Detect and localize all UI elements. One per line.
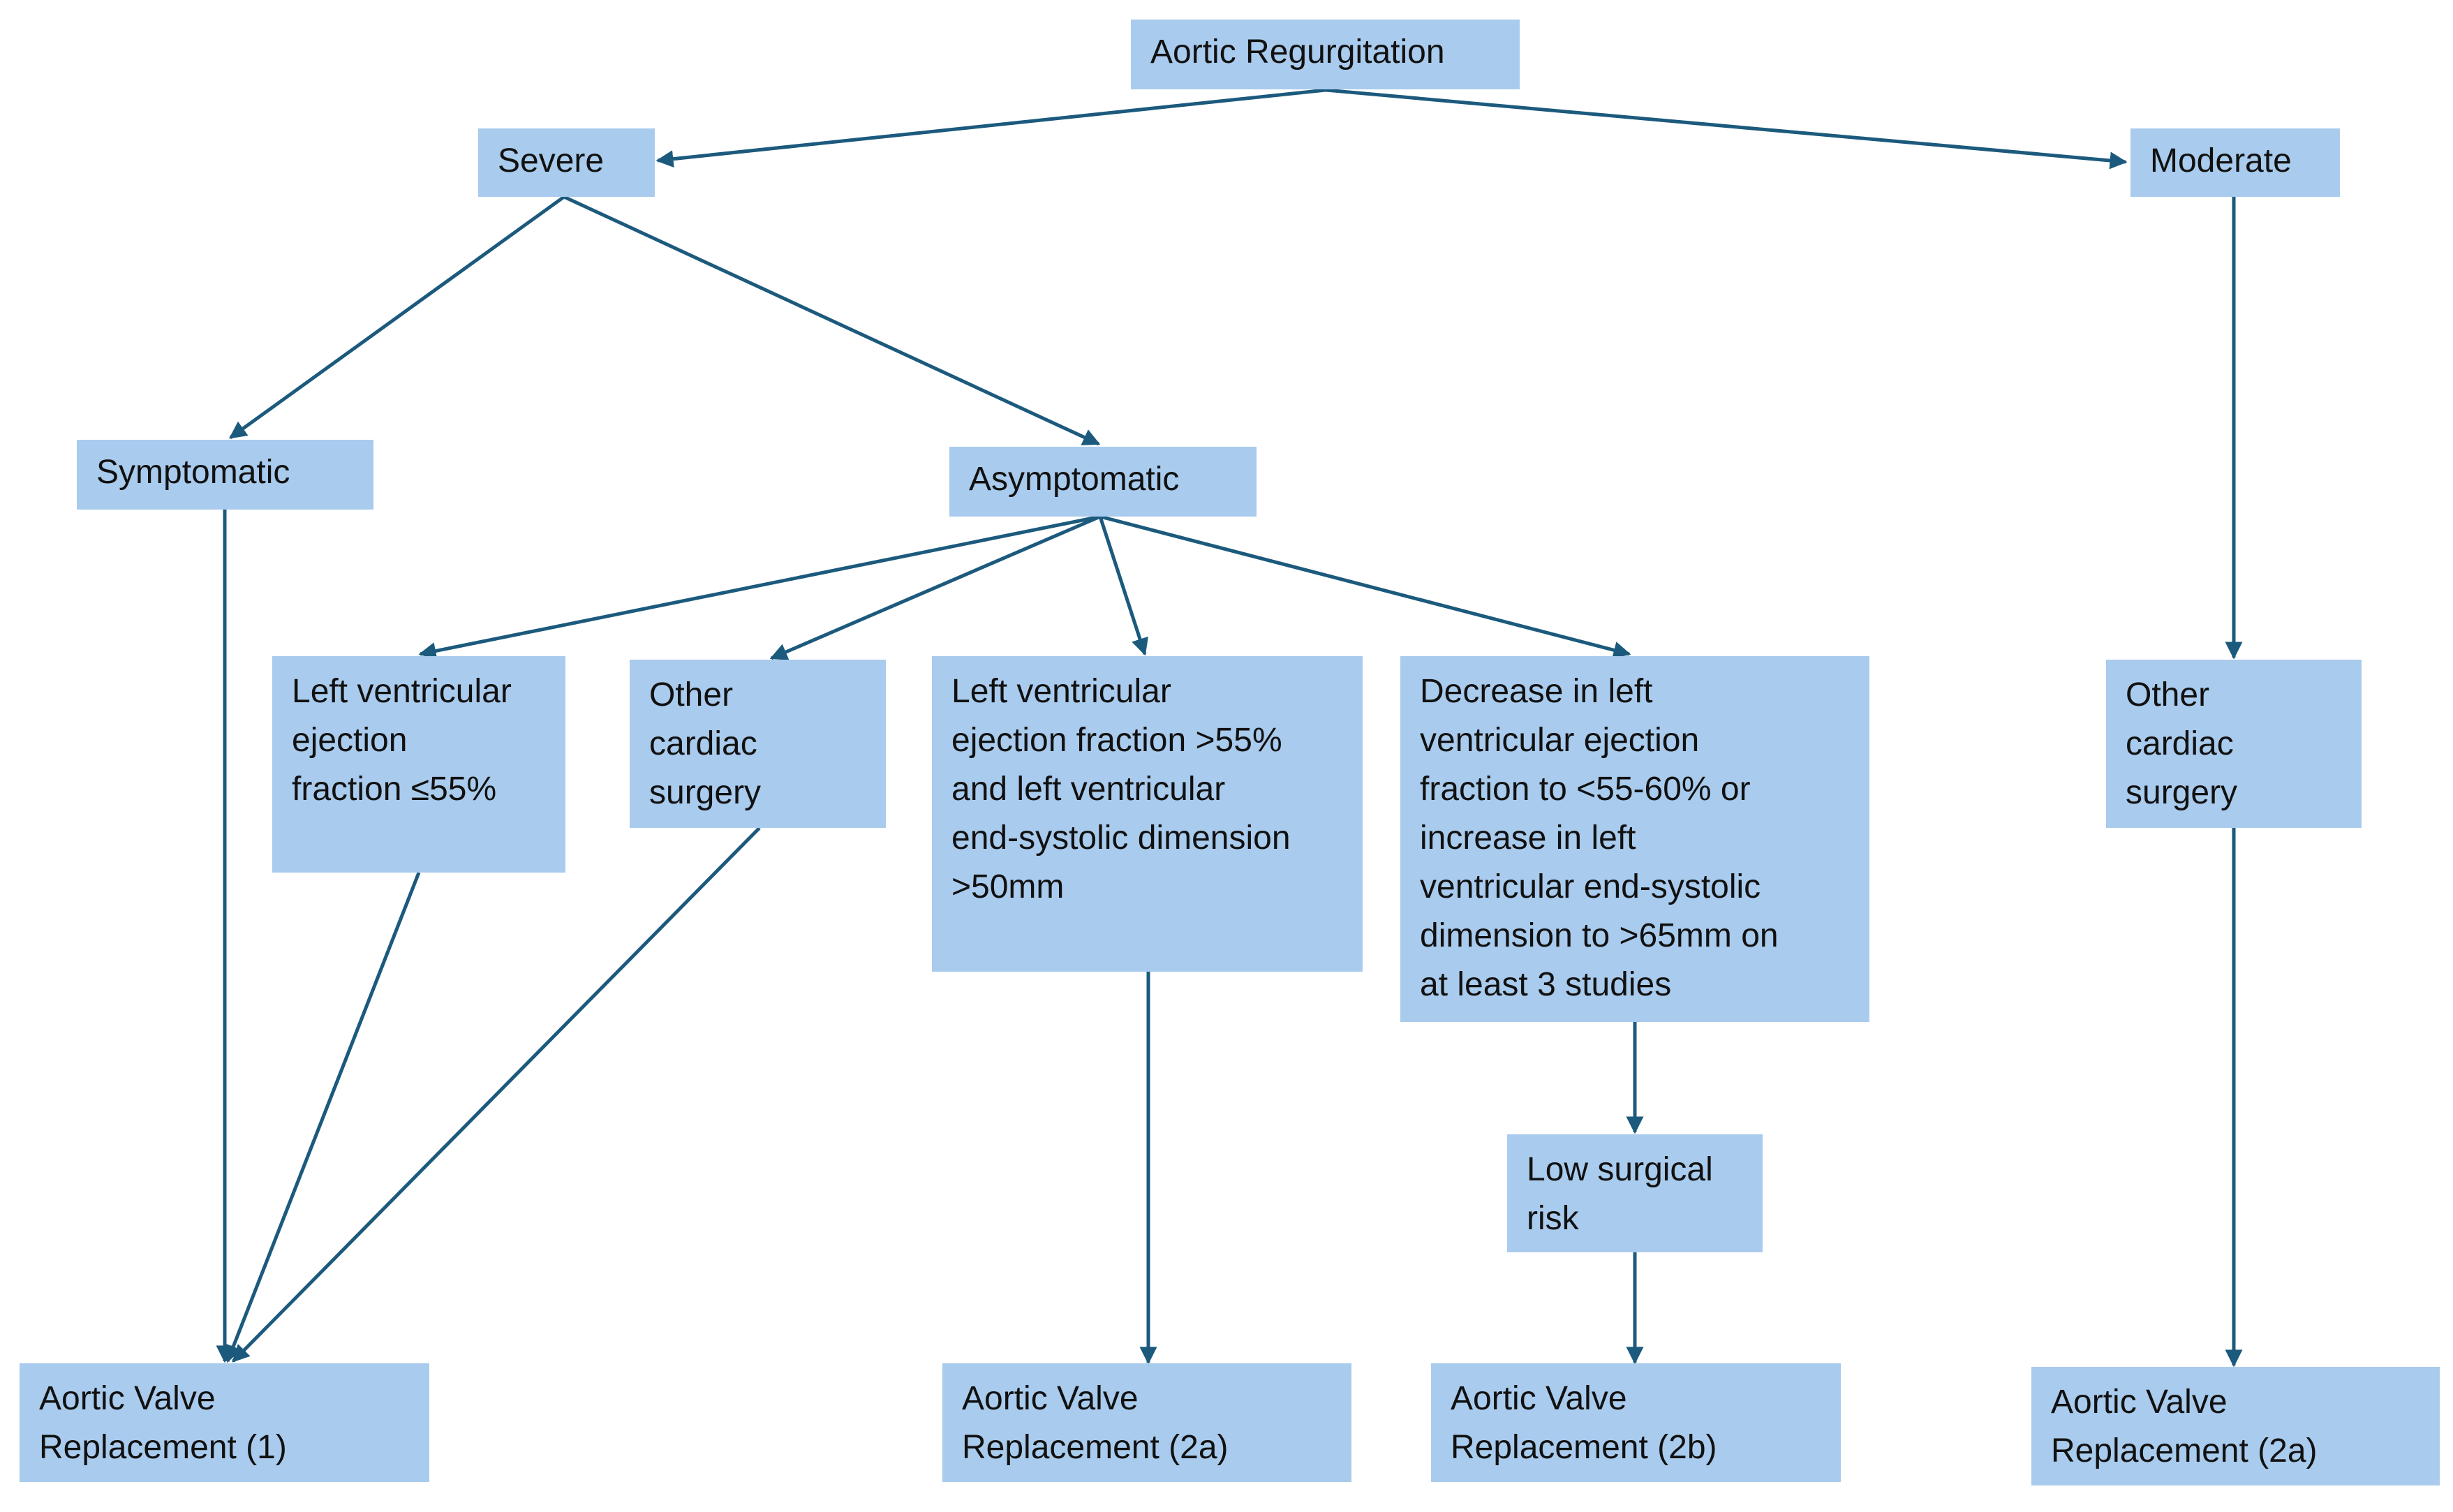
- arrow-asymptomatic-to-lvef-esd: [1098, 516, 1148, 656]
- node-decrease-lvef: Decrease in left ventricular ejection fr…: [1400, 656, 1869, 1022]
- node-avr-2a-mid: Aortic Valve Replacement (2a): [942, 1363, 1351, 1482]
- arrow-lvef-to-avr-1: [225, 872, 421, 1363]
- node-avr-2b: Aortic Valve Replacement (2b): [1431, 1363, 1841, 1482]
- arrow-asymptomatic-to-lvef: [418, 514, 1101, 660]
- arrow-other-surgery-to-avr-1: [232, 827, 761, 1363]
- node-moderate-other-cardiac-surgery: Other cardiac surgery: [2106, 660, 2362, 828]
- node-low-surgical-risk: Low surgical risk: [1507, 1134, 1763, 1252]
- arrow-severe-to-symptomatic: [228, 195, 565, 440]
- node-avr-2a-right: Aortic Valve Replacement (2a): [2031, 1367, 2440, 1485]
- node-symptomatic: Symptomatic: [77, 440, 373, 510]
- node-other-cardiac-surgery: Other cardiac surgery: [630, 660, 886, 828]
- arrow-asymptomatic-to-decrease: [1099, 514, 1631, 659]
- node-aortic-regurgitation: Aortic Regurgitation: [1131, 20, 1520, 89]
- node-asymptomatic: Asymptomatic: [949, 447, 1257, 517]
- node-lvef-esd: Left ventricular ejection fraction >55% …: [932, 656, 1363, 972]
- node-moderate: Moderate: [2130, 128, 2340, 197]
- node-avr-1: Aortic Valve Replacement (1): [20, 1363, 429, 1482]
- arrow-root-to-moderate: [1325, 88, 2128, 170]
- arrow-root-to-severe: [655, 88, 1326, 168]
- arrow-asymptomatic-to-other-surgery: [769, 514, 1101, 660]
- node-lvef-le-55: Left ventricular ejection fraction ≤55%: [272, 656, 565, 873]
- node-severe: Severe: [478, 128, 655, 197]
- arrow-severe-to-asymptomatic: [563, 195, 1101, 446]
